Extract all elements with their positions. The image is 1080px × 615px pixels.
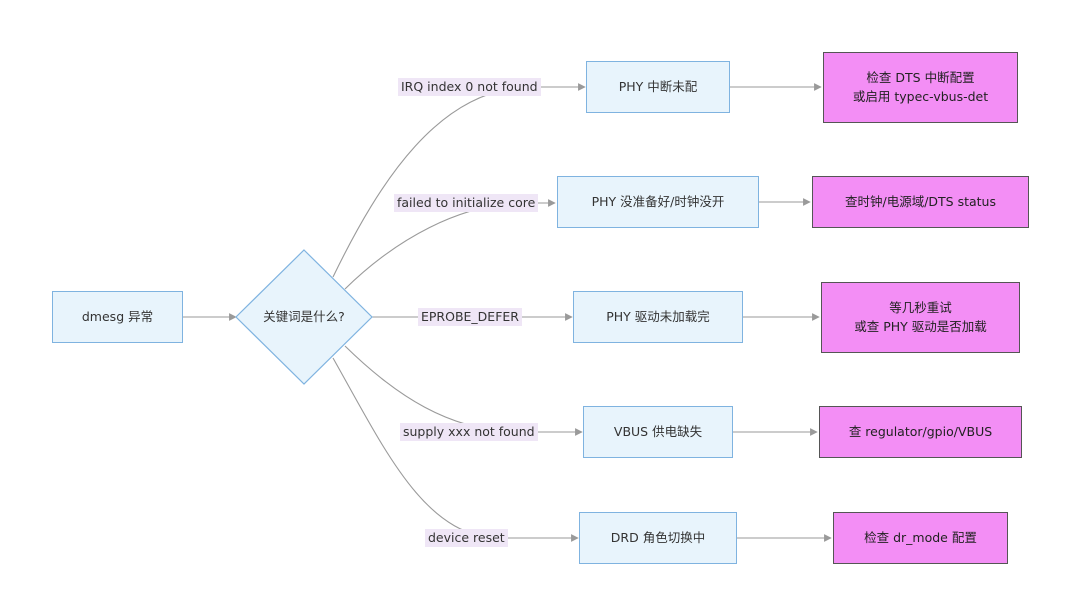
edge-label-5: device reset (425, 529, 508, 547)
action-label-3: 等几秒重试 或查 PHY 驱动是否加载 (854, 300, 987, 334)
edge-label-2: failed to initialize core (394, 194, 539, 212)
decision-label: 关键词是什么? (263, 309, 345, 324)
edge-decision-cause-4 (344, 345, 583, 436)
cause-label-3: PHY 驱动未加载完 (606, 308, 710, 324)
cause-node-5: DRD 角色切换中 (579, 512, 737, 564)
cause-label-5: DRD 角色切换中 (610, 529, 706, 545)
start-node: dmesg 异常 (52, 291, 183, 343)
action-node-5: 检查 dr_mode 配置 (833, 512, 1008, 564)
action-label-4: 查 regulator/gpio/VBUS (848, 423, 993, 439)
cause-node-3: PHY 驱动未加载完 (573, 291, 743, 343)
cause-node-1: PHY 中断未配 (586, 61, 730, 113)
start-node-label: dmesg 异常 (81, 308, 154, 324)
action-node-1: 检查 DTS 中断配置 或启用 typec-vbus-det (823, 52, 1018, 123)
edge-decision-cause-2 (344, 199, 556, 290)
cause-node-4: VBUS 供电缺失 (583, 406, 733, 458)
action-node-3: 等几秒重试 或查 PHY 驱动是否加载 (821, 282, 1020, 353)
cause-label-2: PHY 没准备好/时钟没开 (591, 193, 725, 209)
edge-label-1: IRQ index 0 not found (398, 78, 541, 96)
edge-label-4: supply xxx not found (400, 423, 538, 441)
action-node-2: 查时钟/电源域/DTS status (812, 176, 1029, 228)
action-label-5: 检查 dr_mode 配置 (864, 529, 977, 545)
edge-label-3: EPROBE_DEFER (418, 308, 522, 326)
edge-decision-cause-5 (332, 357, 579, 542)
cause-label-1: PHY 中断未配 (618, 78, 698, 94)
action-label-2: 查时钟/电源域/DTS status (844, 193, 996, 209)
cause-node-2: PHY 没准备好/时钟没开 (557, 176, 759, 228)
action-label-1: 检查 DTS 中断配置 或启用 typec-vbus-det (852, 70, 989, 104)
cause-label-4: VBUS 供电缺失 (613, 423, 703, 439)
action-node-4: 查 regulator/gpio/VBUS (819, 406, 1022, 458)
decision-diamond (235, 249, 373, 385)
edge-decision-cause-1 (332, 83, 586, 278)
